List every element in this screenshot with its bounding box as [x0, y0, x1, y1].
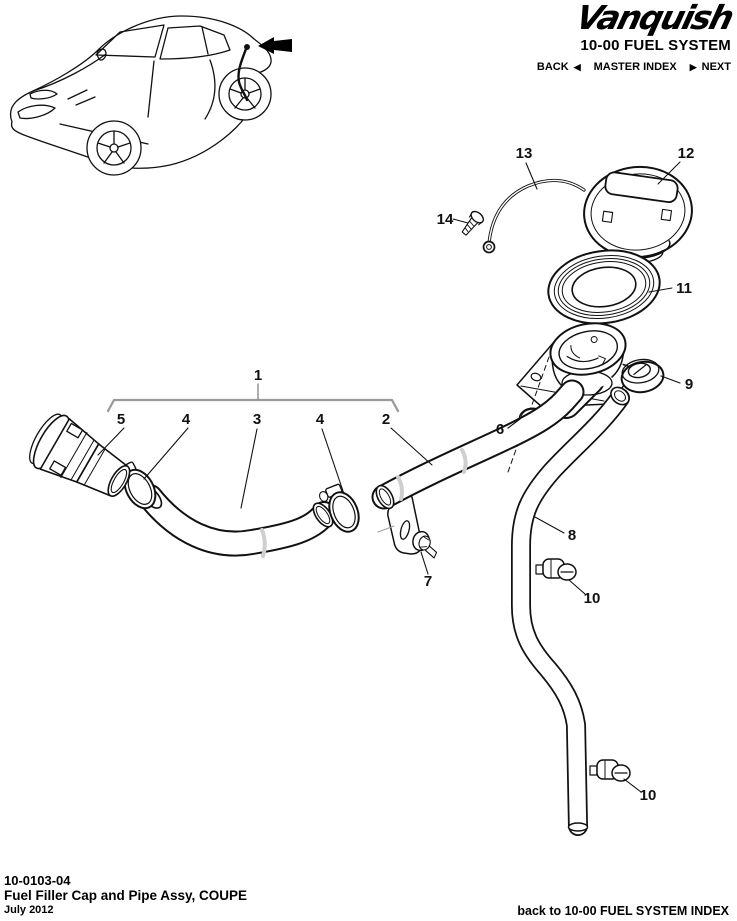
leader-lines: [97, 161, 681, 793]
back-arrow-icon[interactable]: ◀: [573, 61, 581, 72]
callout-9: 9: [685, 376, 693, 393]
page-header: Vanquish 10-00 FUEL SYSTEM BACK ◀ MASTER…: [451, 0, 736, 73]
callout-14: 14: [437, 211, 454, 228]
callout-13: 13: [516, 145, 533, 162]
callout-3: 3: [253, 411, 261, 428]
callout-1: 1: [254, 367, 262, 384]
part-hose-clamp-right: [319, 483, 360, 533]
callout-bracket: [106, 383, 400, 413]
part-hose: [137, 484, 337, 558]
part-seal-ring: [547, 249, 661, 325]
part-pipe-clip-lower: [589, 759, 631, 782]
next-arrow-icon[interactable]: ▶: [689, 61, 697, 72]
part-breather-pipe: [511, 386, 630, 836]
section-title: 10-00 FUEL SYSTEM: [580, 37, 731, 54]
callout-11: 11: [676, 280, 692, 297]
callout-7: 7: [424, 573, 432, 590]
document-date: July 2012: [4, 904, 54, 916]
callout-8: 8: [568, 527, 576, 544]
next-link[interactable]: NEXT: [701, 61, 731, 73]
part-pipe-clip-upper: [535, 558, 577, 581]
footer-right: back to 10-00 FUEL SYSTEM INDEX: [517, 904, 729, 918]
document-number: 10-0103-04: [4, 873, 71, 888]
part-filler-pipe: [371, 379, 585, 510]
part-filler-connector: [29, 413, 131, 497]
part-filler-neck: [549, 322, 627, 419]
car-illustration: [9, 15, 292, 176]
document-title: Fuel Filler Cap and Pipe Assy, COUPE: [4, 888, 248, 903]
part-bolt: [412, 530, 438, 559]
callout-4a: 4: [182, 411, 191, 428]
header-nav: BACK ◀ MASTER INDEX ▶ NEXT: [451, 61, 731, 73]
part-screw: [461, 210, 485, 236]
footer-left: 10-0103-04 Fuel Filler Cap and Pipe Assy…: [4, 873, 247, 918]
callout-5: 5: [117, 411, 125, 428]
callout-2: 2: [382, 411, 390, 428]
filler-location-highlight: [237, 47, 249, 102]
callout-12: 12: [678, 145, 695, 162]
car-windshield: [95, 24, 165, 58]
callout-10a: 10: [584, 590, 601, 607]
car-side-window: [159, 25, 231, 60]
back-link[interactable]: BACK: [536, 61, 569, 73]
part-grommet-large: [620, 358, 665, 394]
fuel-system-index-link[interactable]: back to 10-00 FUEL SYSTEM INDEX: [517, 904, 729, 918]
callout-4b: 4: [316, 411, 325, 428]
master-index-link[interactable]: MASTER INDEX: [593, 61, 677, 73]
part-fuel-cap: [583, 165, 693, 264]
part-tether-cable: [482, 178, 586, 254]
car-front-wheel: [86, 120, 142, 176]
locator-arrow-icon: [258, 37, 292, 54]
callout-10b: 10: [640, 787, 657, 804]
callout-6: 6: [496, 421, 504, 438]
